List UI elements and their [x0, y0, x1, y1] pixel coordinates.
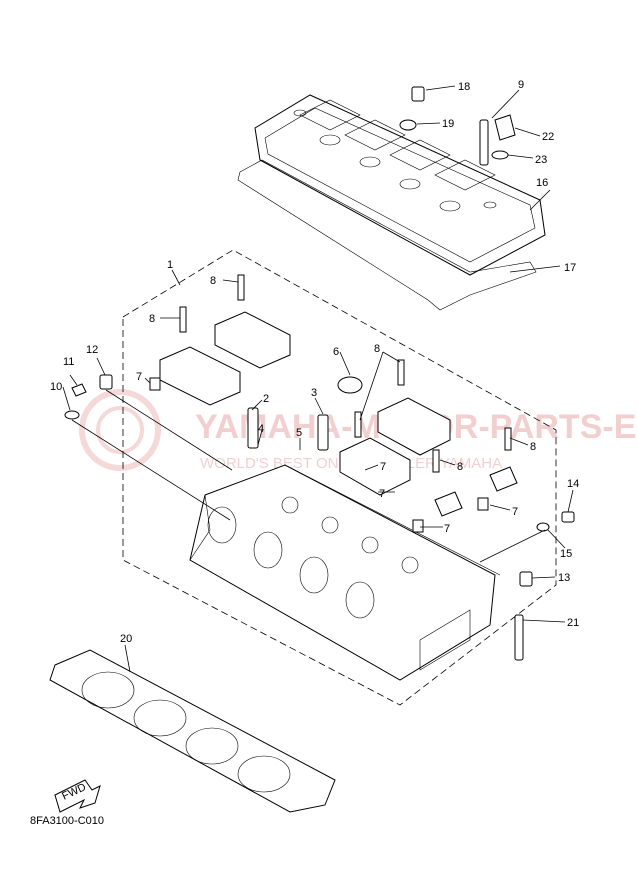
- callout-1: 1: [167, 259, 173, 271]
- callout-7e: 7: [512, 506, 518, 518]
- callout-15: 15: [560, 548, 572, 560]
- small-parts: [64, 86, 575, 661]
- drawing-code: 8FA3100-C010: [30, 815, 104, 827]
- callout-11: 11: [63, 356, 74, 368]
- callout-16: 16: [536, 177, 548, 189]
- head-gasket: [49, 649, 336, 813]
- callout-22: 22: [542, 131, 554, 143]
- callout-17: 17: [564, 262, 576, 274]
- callout-5: 5: [296, 427, 302, 439]
- callout-10: 10: [50, 381, 62, 393]
- callout-7a: 7: [136, 371, 142, 383]
- cylinder-head-assembly-outline: [122, 249, 557, 706]
- leader-lines: [62, 85, 574, 673]
- callout-4: 4: [258, 423, 264, 435]
- callouts: 1 2 3 4 5 6 7 7 7 7 7 8 8 8 8 8 9 10 11 …: [50, 79, 579, 645]
- head-cover-gasket: [237, 159, 537, 311]
- fwd-arrow: FWD: [54, 779, 101, 813]
- cylinder-head: [189, 464, 501, 681]
- callout-13: 13: [558, 572, 570, 584]
- callout-6: 6: [333, 346, 339, 358]
- callout-7b: 7: [379, 488, 385, 500]
- callout-14: 14: [567, 478, 579, 490]
- callout-20: 20: [120, 633, 132, 645]
- callout-23: 23: [535, 154, 547, 166]
- callout-3: 3: [311, 387, 317, 399]
- callout-7d: 7: [444, 523, 450, 535]
- callout-8c: 8: [374, 343, 380, 355]
- callout-18: 18: [458, 81, 470, 93]
- callout-21: 21: [567, 617, 579, 629]
- callout-8b: 8: [149, 313, 155, 325]
- callout-8e: 8: [457, 461, 463, 473]
- callout-2: 2: [263, 393, 269, 405]
- callout-19: 19: [442, 118, 454, 130]
- callout-8d: 8: [530, 441, 536, 453]
- cylinder-head-cover: [254, 94, 546, 276]
- callout-8a: 8: [210, 275, 216, 287]
- callout-7c: 7: [380, 461, 386, 473]
- callout-12: 12: [86, 344, 98, 356]
- callout-9: 9: [518, 79, 524, 91]
